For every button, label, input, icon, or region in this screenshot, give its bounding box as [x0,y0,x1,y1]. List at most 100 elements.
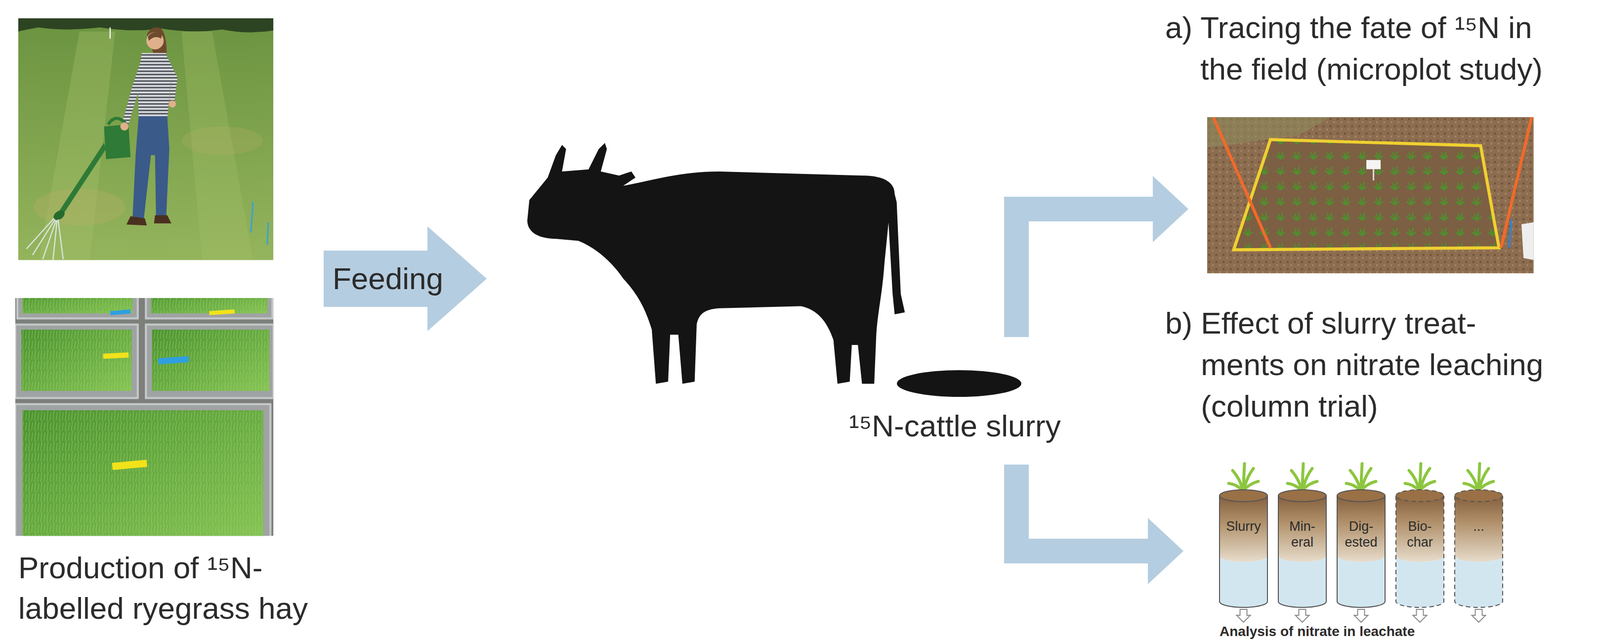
grass-crates-photo-part [15,324,138,399]
microplot-photo-part [1509,219,1512,249]
leachate-arrows-part [1354,609,1369,623]
grass-crates-photo-part [22,410,263,536]
grass-crates-photo-part [17,297,138,319]
watering-photo-part [109,27,111,40]
panel-heading: a) Tracing the fate of ¹⁵N in the field … [1165,6,1545,90]
soil-fill [1219,489,1268,562]
panel-heading: b) Effect of slurry treat- ments on nitr… [1165,302,1546,427]
block-arrow [323,226,487,332]
grass-crates-photo [15,297,274,536]
woman-figure-part [154,215,172,224]
grass-crates-photo-part [152,329,270,391]
column-outline [1395,495,1444,608]
woman-figure-part [147,32,163,41]
microplot-photo-part [1366,160,1381,170]
watering-photo-part [18,18,274,260]
column-trial-panel: SlurryMin- eralDig- estedBio- char...b) … [1183,457,1525,641]
leachate-fill [1337,555,1386,608]
photo-panel: Production of ¹⁵N-labelled ryegrass hay [15,18,324,632]
soil-column: Bio- char [1395,489,1444,608]
leachate-fill [1278,555,1327,608]
grass-crates-photo-part [21,329,132,391]
leachate-fill [1219,555,1268,608]
grass-crates-photo-part [102,352,129,359]
woman-figure [122,27,178,226]
soil-column: Min- eral [1278,489,1327,608]
microplot-photo-part [1233,139,1500,250]
microplot-photo-part [1213,117,1271,248]
column-label: Min- eral [1288,518,1317,550]
woman-figure-part [168,100,176,108]
watering-photo-part [38,31,116,261]
slurry-puddle-part [902,373,939,382]
grass-crates-photo-part [112,459,148,470]
footer-note: Analysis of nitrate in leachate [1219,623,1415,640]
soil-column: ... [1454,489,1503,608]
watering-can-part [120,122,129,131]
column-label: ... [1472,518,1486,535]
woman-figure-part [132,116,169,220]
column-top [1395,489,1444,502]
woman-figure-part [122,54,148,125]
watering-can [51,118,131,222]
column-outline [1337,495,1386,608]
cow-panel: ¹⁵N-cattle slurry [486,140,1029,465]
arrow-head [1147,517,1184,585]
water-spray [26,218,64,261]
watering-photo-part [181,126,263,156]
woman-figure-part [146,32,164,50]
grass-crates-photo-part [15,404,271,536]
leachate-arrows-part [1236,609,1251,623]
grass-crates-photo-part [110,309,131,316]
grass-crates-photo-part [158,356,190,365]
panel-caption: Production of ¹⁵N-labelled ryegrass hay [18,547,366,629]
cow-silhouette-part [527,142,905,384]
grass-crates-photo-part [151,297,268,314]
grass-crates-photo-part [22,410,263,536]
leachate-arrows-part [1295,609,1310,623]
cylinder-shape [1219,489,1268,608]
slurry-puddle [896,370,1022,397]
column-top [1337,489,1386,502]
column-label: Bio- char [1405,518,1434,550]
leachate-fill [1454,555,1503,608]
soil-fill [1454,489,1503,562]
leachate-arrows-part [1413,609,1428,623]
grass-crates-photo-part [21,329,132,391]
grass-crates-photo-part [151,297,268,314]
arrow-head [1152,175,1189,243]
cylinder-shape [1454,489,1503,608]
grass-crates-photo-part [145,297,273,319]
leachate-fill [1395,555,1444,608]
watering-photo-part [251,202,253,233]
soil-fill [1337,489,1386,562]
edge-label: Feeding [332,260,444,297]
microplot-photo-part [1521,222,1534,260]
soil-column: Slurry [1219,489,1268,608]
microplot-photo [1207,117,1534,274]
column-label: Dig- ested [1343,518,1379,550]
column-outline [1454,495,1503,608]
grass-crates-photo-part [145,324,274,399]
leachate-arrows-part [1472,609,1486,623]
block-arrow [1016,464,1184,585]
column-top [1219,489,1268,502]
block-arrow [1016,175,1189,337]
arrow-shaft [1016,209,1153,337]
cow-silhouette [527,142,905,384]
grass-crates-photo-part [152,329,270,391]
microplot-photo-part [1372,168,1375,181]
slurry-puddle-part [896,370,1022,397]
woman-figure-part [164,54,178,102]
watering-photo [18,18,274,260]
leachate-arrows [1236,609,1486,623]
column-outline [1219,495,1268,608]
microplot-photo-part [1233,139,1500,250]
watering-photo-part [18,18,274,33]
arrow-shaft [1016,464,1148,551]
microplot-photo-part [1207,117,1534,274]
soil-fill [1395,489,1444,562]
watering-can-part [59,142,107,215]
